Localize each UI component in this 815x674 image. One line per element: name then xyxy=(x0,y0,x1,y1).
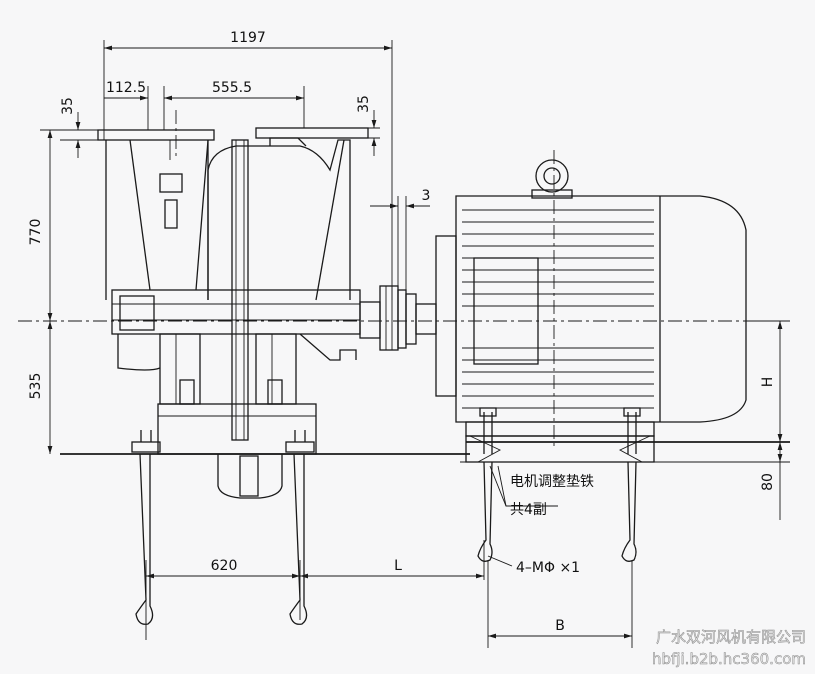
dim-left-offset: 112.5 xyxy=(106,80,146,96)
dim-base-span: 620 xyxy=(211,558,238,574)
dim-motor-height: H xyxy=(760,377,776,388)
dim-pad-height: 80 xyxy=(760,473,776,491)
shim-note-line2: 共4副 xyxy=(510,502,547,518)
anchor-bolt-left xyxy=(131,430,161,625)
shim-note-line1: 电机调整垫铁 xyxy=(510,474,594,490)
anchor-bolt-right xyxy=(285,430,315,625)
dim-motor-base: B xyxy=(555,618,565,634)
dim-flange-left: 35 xyxy=(60,97,76,115)
dim-overall-width: 1197 xyxy=(230,30,266,46)
dimension-lines xyxy=(40,40,790,648)
dim-flange-right: 35 xyxy=(356,95,372,113)
dim-coupling-gap: 3 xyxy=(422,188,431,204)
electric-motor xyxy=(435,159,790,562)
dim-height-lower: 535 xyxy=(28,373,44,400)
dim-span-l: L xyxy=(394,558,402,574)
watermark-site: hbfji.b2b.hc360.com xyxy=(652,650,806,668)
dim-height-upper: 770 xyxy=(28,219,44,246)
dim-center-span: 555.5 xyxy=(212,80,252,96)
coupling xyxy=(359,285,437,351)
bolt-spec-label: 4–MΦ ×1 xyxy=(516,560,580,576)
center-lines xyxy=(18,110,790,450)
watermark-company: 广水双河风机有限公司 xyxy=(656,628,806,646)
fan-casing xyxy=(60,127,470,625)
